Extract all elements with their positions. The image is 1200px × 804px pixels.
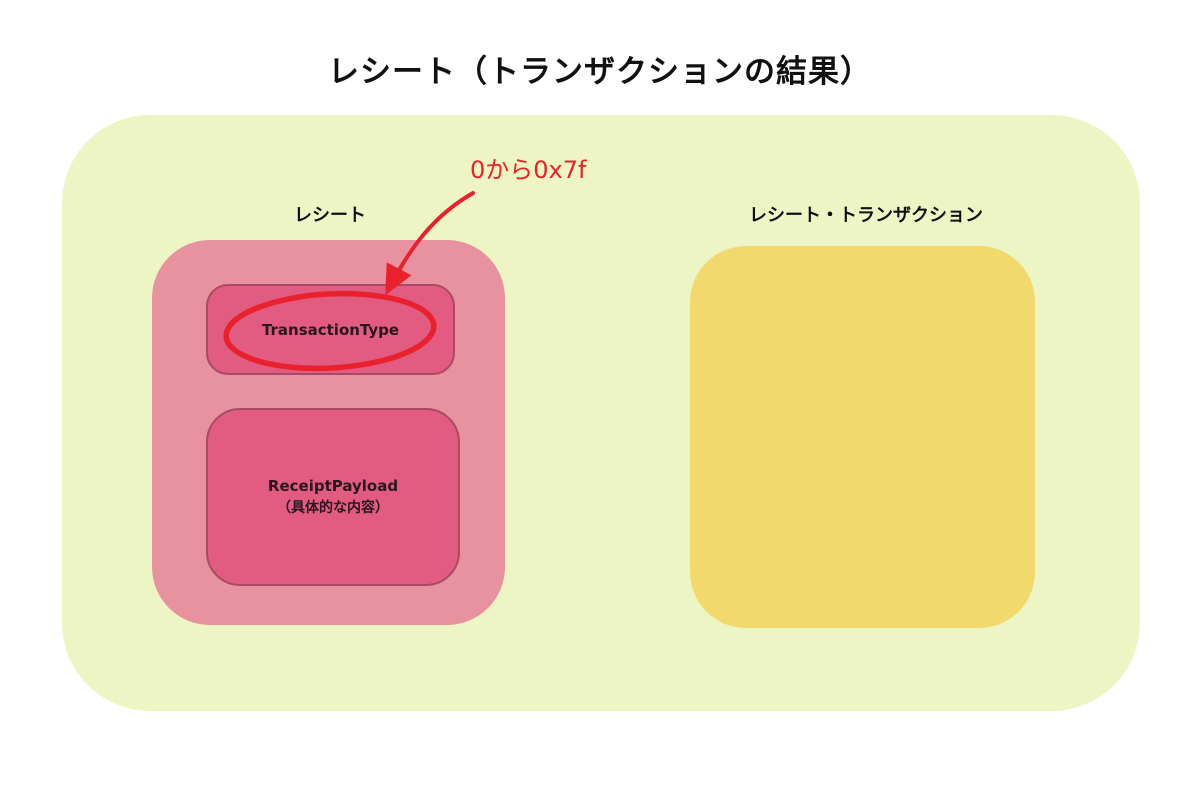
transaction-type-box: TransactionType bbox=[206, 284, 455, 375]
receipt-payload-label: ReceiptPayload bbox=[267, 476, 399, 495]
receipt-payload-box: ReceiptPayload （具体的な内容） bbox=[206, 408, 460, 586]
diagram-title: レシート（トランザクションの結果） bbox=[328, 54, 872, 90]
receipt-transaction-group-label: レシート・トランザクション bbox=[749, 205, 983, 226]
receipt-group-label: レシート bbox=[294, 205, 366, 226]
transaction-type-label: TransactionType bbox=[261, 320, 400, 339]
annotation-range-label: 0から0x7f bbox=[470, 156, 587, 184]
receipt-transaction-box bbox=[690, 246, 1035, 628]
receipt-payload-sublabel: （具体的な内容） bbox=[277, 499, 389, 516]
